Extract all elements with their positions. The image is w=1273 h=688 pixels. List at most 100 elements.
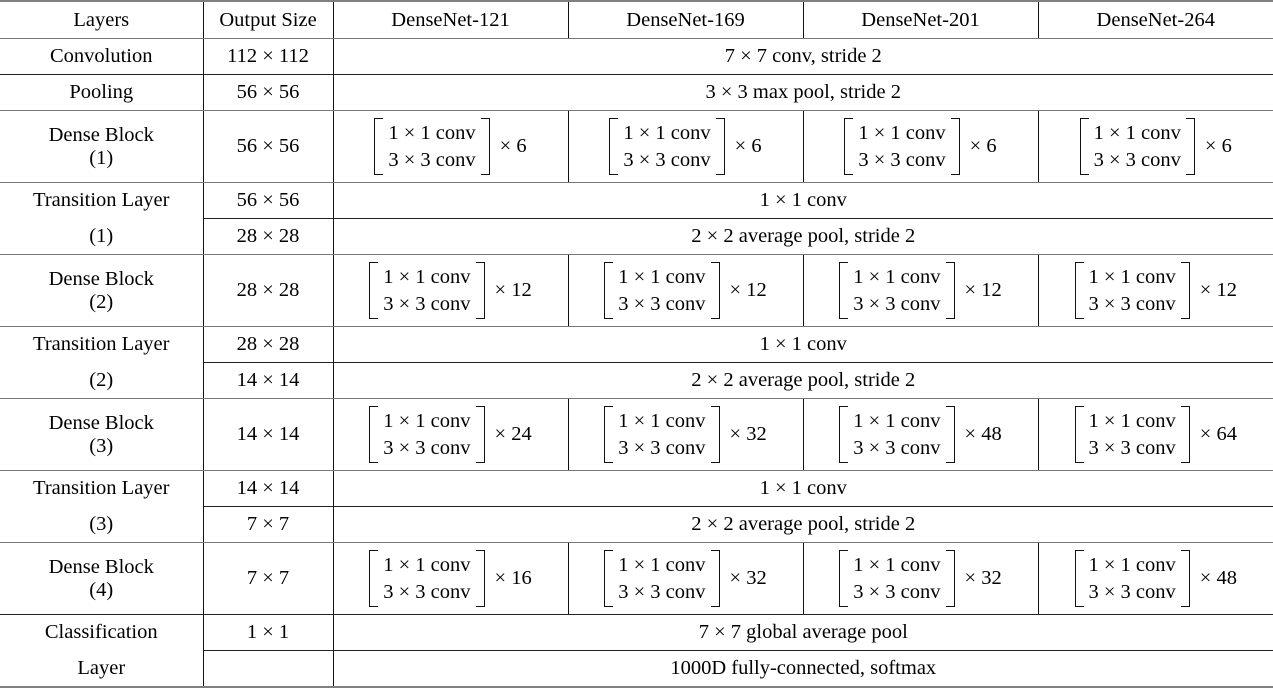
bracket-right-icon — [480, 117, 490, 176]
column-header-densenet-201: DenseNet-201 — [802, 0, 1039, 39]
conv-stack-bracket: 1 × 1 conv 3 × 3 conv — [369, 549, 485, 608]
table-row-convolution: Convolution 112 × 112 7 × 7 conv, stride… — [0, 38, 1273, 75]
table-header-row: Layers Output Size DenseNet-121 DenseNet… — [0, 0, 1273, 39]
spec-transition-layer-1-conv: 1 × 1 conv — [332, 182, 1273, 219]
bracket-left-icon — [369, 549, 379, 608]
row-label-pooling: Pooling — [0, 74, 204, 111]
row-label-dense-block-4: Dense Block (4) — [0, 542, 204, 615]
bracket-left-icon — [839, 405, 849, 464]
repeat-multiplier: × 24 — [494, 423, 532, 446]
bracket-left-icon — [604, 549, 614, 608]
table-row-classification-layer-b: Layer 1000D fully-connected, softmax — [0, 650, 1273, 688]
output-size-dense-block-2: 28 × 28 — [202, 254, 334, 327]
output-size-classification-layer: 1 × 1 — [202, 614, 334, 651]
spec-dense-block-3-densenet-121: 1 × 1 conv 3 × 3 conv × 24 — [332, 398, 569, 471]
bracket-right-icon — [945, 549, 955, 608]
repeat-multiplier: × 12 — [1199, 279, 1237, 302]
spec-transition-layer-3-pool: 2 × 2 average pool, stride 2 — [332, 506, 1273, 543]
row-label-transition-layer-2-line1: Transition Layer — [0, 326, 204, 363]
bracket-right-icon — [710, 549, 720, 608]
conv-line-3x3: 3 × 3 conv — [858, 148, 946, 171]
row-label-dense-block-3-line2: (3) — [89, 434, 114, 457]
spec-dense-block-1-densenet-264: 1 × 1 conv 3 × 3 conv × 6 — [1037, 110, 1273, 183]
bracket-right-icon — [950, 117, 960, 176]
table-row-transition-layer-1a: Transition Layer 56 × 56 1 × 1 conv — [0, 182, 1273, 219]
table-row-transition-layer-1b: (1) 28 × 28 2 × 2 average pool, stride 2 — [0, 218, 1273, 255]
row-label-classification-layer-line2: Layer — [0, 650, 204, 688]
spec-dense-block-3-densenet-264: 1 × 1 conv 3 × 3 conv × 64 — [1037, 398, 1273, 471]
output-size-transition-layer-1b: 28 × 28 — [202, 218, 334, 255]
bracket-left-icon — [609, 117, 619, 176]
conv-stack-bracket: 1 × 1 conv 3 × 3 conv — [844, 117, 960, 176]
bracket-left-icon — [844, 117, 854, 176]
row-label-classification-layer-line1: Classification — [0, 614, 204, 651]
bracket-right-icon — [1180, 405, 1190, 464]
conv-stack-bracket: 1 × 1 conv 3 × 3 conv — [604, 405, 720, 464]
conv-line-1x1: 1 × 1 conv — [853, 409, 941, 432]
output-size-convolution: 112 × 112 — [202, 38, 334, 75]
row-label-transition-layer-3-line1: Transition Layer — [0, 470, 204, 507]
bracket-left-icon — [369, 405, 379, 464]
bracket-right-icon — [1185, 117, 1195, 176]
row-label-dense-block-1: Dense Block (1) — [0, 110, 204, 183]
conv-stack-bracket: 1 × 1 conv 3 × 3 conv — [369, 405, 485, 464]
repeat-multiplier: × 12 — [494, 279, 532, 302]
table-row-dense-block-3: Dense Block (3) 14 × 14 1 × 1 conv 3 × 3… — [0, 398, 1273, 471]
row-label-dense-block-1-line1: Dense Block — [48, 123, 154, 146]
conv-stack-bracket: 1 × 1 conv 3 × 3 conv — [604, 261, 720, 320]
spec-dense-block-4-densenet-169: 1 × 1 conv 3 × 3 conv × 32 — [567, 542, 804, 615]
repeat-multiplier: × 6 — [734, 135, 762, 158]
bracket-right-icon — [710, 261, 720, 320]
spec-dense-block-2-densenet-264: 1 × 1 conv 3 × 3 conv × 12 — [1037, 254, 1273, 327]
table-row-dense-block-1: Dense Block (1) 56 × 56 1 × 1 conv 3 × 3… — [0, 110, 1273, 183]
spec-classification-fully-connected: 1000D fully-connected, softmax — [332, 650, 1273, 688]
table-row-dense-block-2: Dense Block (2) 28 × 28 1 × 1 conv 3 × 3… — [0, 254, 1273, 327]
bracket-left-icon — [604, 261, 614, 320]
bracket-right-icon — [475, 549, 485, 608]
conv-line-1x1: 1 × 1 conv — [618, 265, 706, 288]
conv-line-1x1: 1 × 1 conv — [1088, 553, 1176, 576]
conv-stack-bracket: 1 × 1 conv 3 × 3 conv — [1079, 117, 1195, 176]
repeat-multiplier: × 12 — [729, 279, 767, 302]
conv-stack-bracket: 1 × 1 conv 3 × 3 conv — [839, 261, 955, 320]
table-row-classification-layer-a: Classification 1 × 1 7 × 7 global averag… — [0, 614, 1273, 651]
spec-dense-block-1-densenet-201: 1 × 1 conv 3 × 3 conv × 6 — [802, 110, 1039, 183]
conv-line-3x3: 3 × 3 conv — [618, 580, 706, 603]
row-label-dense-block-3-line1: Dense Block — [48, 411, 154, 434]
conv-stack-bracket: 1 × 1 conv 3 × 3 conv — [374, 117, 490, 176]
table-row-transition-layer-3b: (3) 7 × 7 2 × 2 average pool, stride 2 — [0, 506, 1273, 543]
output-size-classification-layer-b — [202, 650, 334, 688]
output-size-dense-block-3: 14 × 14 — [202, 398, 334, 471]
repeat-multiplier: × 32 — [729, 567, 767, 590]
conv-stack-bracket: 1 × 1 conv 3 × 3 conv — [839, 549, 955, 608]
conv-line-1x1: 1 × 1 conv — [618, 409, 706, 432]
conv-line-3x3: 3 × 3 conv — [1088, 580, 1176, 603]
row-label-transition-layer-1-line1: Transition Layer — [0, 182, 204, 219]
column-header-densenet-264: DenseNet-264 — [1037, 0, 1273, 39]
conv-line-3x3: 3 × 3 conv — [853, 292, 941, 315]
row-label-convolution: Convolution — [0, 38, 204, 75]
bracket-left-icon — [1074, 261, 1084, 320]
row-label-dense-block-4-line1: Dense Block — [48, 555, 154, 578]
conv-line-1x1: 1 × 1 conv — [858, 121, 946, 144]
repeat-multiplier: × 48 — [964, 423, 1002, 446]
output-size-dense-block-4: 7 × 7 — [202, 542, 334, 615]
output-size-transition-layer-2a: 28 × 28 — [202, 326, 334, 363]
conv-line-1x1: 1 × 1 conv — [383, 409, 471, 432]
column-header-densenet-169: DenseNet-169 — [567, 0, 804, 39]
bracket-left-icon — [604, 405, 614, 464]
output-size-transition-layer-3a: 14 × 14 — [202, 470, 334, 507]
bracket-right-icon — [1180, 549, 1190, 608]
output-size-transition-layer-1a: 56 × 56 — [202, 182, 334, 219]
spec-dense-block-4-densenet-121: 1 × 1 conv 3 × 3 conv × 16 — [332, 542, 569, 615]
output-size-transition-layer-2b: 14 × 14 — [202, 362, 334, 399]
row-label-dense-block-4-line2: (4) — [89, 578, 114, 601]
spec-dense-block-2-densenet-201: 1 × 1 conv 3 × 3 conv × 12 — [802, 254, 1039, 327]
output-size-pooling: 56 × 56 — [202, 74, 334, 111]
repeat-multiplier: × 6 — [499, 135, 527, 158]
row-label-dense-block-1-line2: (1) — [89, 146, 114, 169]
spec-dense-block-4-densenet-201: 1 × 1 conv 3 × 3 conv × 32 — [802, 542, 1039, 615]
table-row-transition-layer-2b: (2) 14 × 14 2 × 2 average pool, stride 2 — [0, 362, 1273, 399]
conv-line-1x1: 1 × 1 conv — [853, 265, 941, 288]
